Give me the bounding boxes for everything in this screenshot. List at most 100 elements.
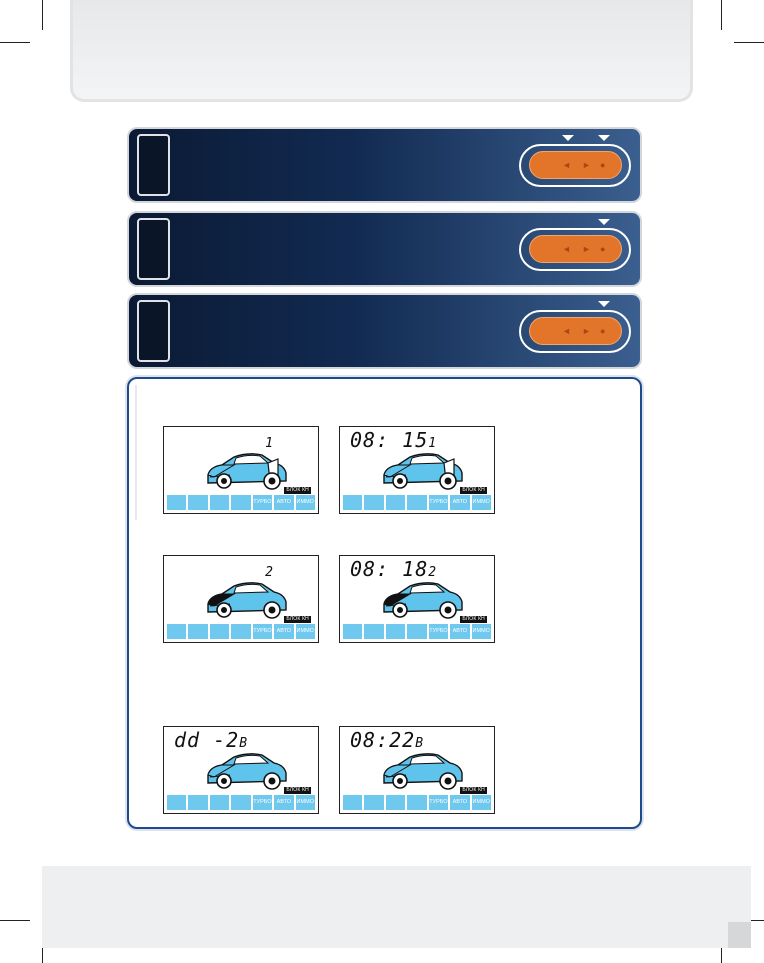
car-icon (207, 453, 287, 490)
key-icon (231, 795, 251, 810)
button-lock-badge: БЛОК КН (460, 616, 487, 623)
turbo-icon: ТУРБО (252, 495, 273, 510)
auto-icon: АВТО (450, 495, 470, 510)
car-icon (383, 753, 463, 790)
step-1: ◄►● (127, 127, 642, 203)
immo-icon: ИММО (471, 624, 491, 639)
press-indicator-icon (598, 301, 610, 307)
lcd-main-text: 08: 15 (350, 428, 429, 452)
press-indicator-icon (598, 135, 610, 141)
immo-icon: ИММО (295, 495, 315, 510)
trunk-icon (209, 624, 230, 639)
step-2: ◄ ► ● (127, 211, 642, 287)
immo-icon: ИММО (471, 495, 491, 510)
immo-icon: ИММО (295, 624, 315, 639)
car-icon (207, 582, 287, 619)
crop-mark (0, 920, 30, 921)
car-icon (383, 453, 463, 490)
crop-mark (42, 933, 43, 963)
button-lock-badge: БЛОК КН (284, 487, 311, 494)
right-arrow-icon: ► (582, 326, 591, 336)
crop-mark (0, 42, 30, 43)
lcd-sub-text: 2 (428, 565, 438, 580)
auto-icon: АВТО (450, 624, 470, 639)
auto-icon: АВТО (274, 795, 294, 810)
press-indicator-icon (562, 135, 574, 141)
crop-mark (721, 933, 722, 963)
crop-mark (721, 0, 722, 30)
door-icon (188, 624, 208, 639)
step-number-box (137, 218, 170, 280)
trunk-icon (385, 624, 406, 639)
key-icon (407, 795, 427, 810)
dot-icon: ● (600, 244, 606, 254)
step-number-box (137, 300, 170, 362)
lcd-readout: 08:22B (340, 730, 490, 754)
door-icon (188, 795, 208, 810)
button-lock-badge: БЛОК КН (284, 616, 311, 623)
immo-icon: ИММО (295, 795, 315, 810)
trunk-icon (209, 795, 230, 810)
auto-icon: АВТО (274, 624, 294, 639)
key-icon (231, 624, 251, 639)
turbo-icon: ТУРБО (252, 795, 273, 810)
step-3: ◄ ► ● (127, 293, 642, 369)
car-icon (383, 582, 463, 619)
button-lock-badge: БЛОК КН (460, 487, 487, 494)
pistol-icon (343, 495, 363, 510)
dot-icon: ● (600, 160, 606, 170)
pistol-icon (167, 624, 187, 639)
right-arrow-icon: ► (582, 160, 591, 170)
immo-icon: ИММО (471, 795, 491, 810)
crop-mark (42, 0, 43, 30)
turbo-icon: ТУРБО (428, 495, 449, 510)
door-icon (188, 495, 208, 510)
lcd-sub-text: B (415, 736, 425, 751)
trunk-icon (385, 495, 406, 510)
auto-icon: АВТО (450, 795, 470, 810)
lcd-main-text: 08:22 (350, 728, 416, 752)
remote-key-outline (519, 228, 631, 271)
pistol-icon (343, 795, 363, 810)
turbo-icon: ТУРБО (428, 624, 449, 639)
lcd-readout: 1 (164, 430, 314, 454)
auto-icon: АВТО (274, 495, 294, 510)
turbo-icon: ТУРБО (428, 795, 449, 810)
step-number-box (137, 134, 170, 196)
remote-key-outline (519, 144, 631, 187)
button-lock-badge: БЛОК КН (460, 787, 487, 794)
trunk-icon (209, 495, 230, 510)
key-icon (407, 495, 427, 510)
key-icon (231, 495, 251, 510)
left-arrow-icon: ◄ (562, 326, 571, 336)
lcd-sub-text: 2 (265, 565, 274, 580)
lcd-sub-text: 1 (428, 436, 438, 451)
pistol-icon (167, 795, 187, 810)
turbo-icon: ТУРБО (252, 624, 273, 639)
left-arrow-icon: ◄ (562, 244, 571, 254)
remote-key-icon: ◄ ► ● (529, 235, 622, 263)
door-icon (364, 495, 384, 510)
remote-key-outline (519, 310, 631, 353)
lcd-sub-text: B (239, 736, 249, 751)
lcd-main-text: 08: 18 (350, 557, 429, 581)
dot-icon: ● (600, 326, 606, 336)
trunk-icon (385, 795, 406, 810)
car-icon (207, 753, 287, 790)
press-indicator-icon (598, 219, 610, 225)
remote-key-icon: ◄ ► ● (529, 317, 622, 345)
right-arrow-icon: ► (582, 244, 591, 254)
button-lock-badge: БЛОК КН (284, 787, 311, 794)
